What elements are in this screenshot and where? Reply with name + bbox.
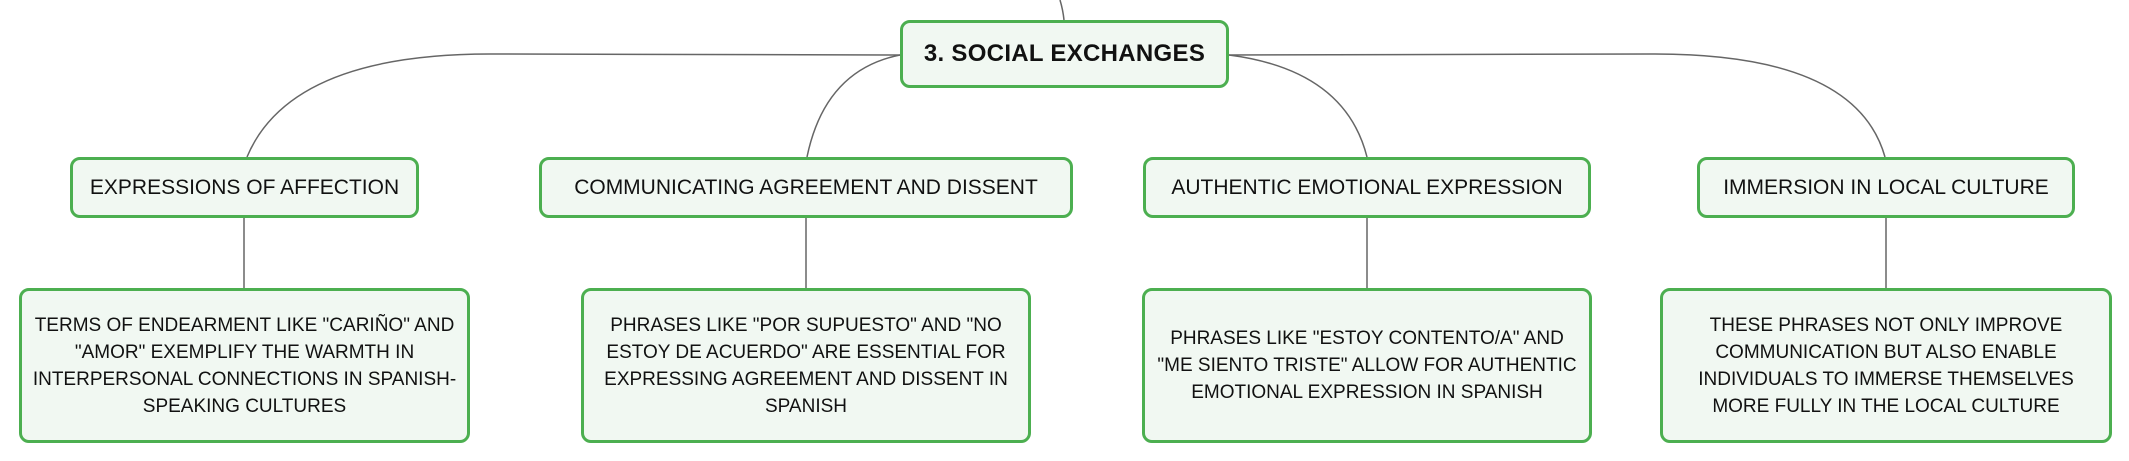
branch-node-emotional-expression[interactable]: AUTHENTIC EMOTIONAL EXPRESSION xyxy=(1143,157,1591,218)
root-node[interactable]: 3. SOCIAL EXCHANGES xyxy=(900,20,1229,88)
connector-parent-to-root xyxy=(1059,0,1065,21)
branch-node-label: AUTHENTIC EMOTIONAL EXPRESSION xyxy=(1171,175,1563,199)
connector-root-to-emotional xyxy=(1228,54,1368,158)
detail-node-text: PHRASES LIKE "POR SUPUESTO" AND "NO ESTO… xyxy=(604,314,1008,417)
detail-node-emotional-expression[interactable]: PHRASES LIKE "ESTOY CONTENTO/A" AND "ME … xyxy=(1142,288,1592,443)
detail-node-agreement-dissent[interactable]: PHRASES LIKE "POR SUPUESTO" AND "NO ESTO… xyxy=(581,288,1031,443)
root-node-label: 3. SOCIAL EXCHANGES xyxy=(923,40,1206,67)
branch-node-label: IMMERSION IN LOCAL CULTURE xyxy=(1723,175,2049,199)
detail-node-local-culture[interactable]: THESE PHRASES NOT ONLY IMPROVE COMMUNICA… xyxy=(1660,288,2112,443)
branch-node-local-culture[interactable]: IMMERSION IN LOCAL CULTURE xyxy=(1697,157,2075,218)
branch-node-label: EXPRESSIONS OF AFFECTION xyxy=(89,175,400,199)
connector-root-to-affection xyxy=(246,53,901,158)
branch-node-affection[interactable]: EXPRESSIONS OF AFFECTION xyxy=(70,157,419,218)
detail-node-text: TERMS OF ENDEARMENT LIKE "CARIÑO" AND "A… xyxy=(32,314,457,417)
branch-node-agreement-dissent[interactable]: COMMUNICATING AGREEMENT AND DISSENT xyxy=(539,157,1073,218)
branch-node-label: COMMUNICATING AGREEMENT AND DISSENT xyxy=(574,175,1038,199)
detail-node-text: PHRASES LIKE "ESTOY CONTENTO/A" AND "ME … xyxy=(1157,328,1577,403)
detail-node-text: THESE PHRASES NOT ONLY IMPROVE COMMUNICA… xyxy=(1698,314,2074,417)
detail-node-affection[interactable]: TERMS OF ENDEARMENT LIKE "CARIÑO" AND "A… xyxy=(19,288,470,443)
connector-root-to-immersion xyxy=(1228,53,1886,158)
connector-root-to-agreement xyxy=(806,54,901,158)
